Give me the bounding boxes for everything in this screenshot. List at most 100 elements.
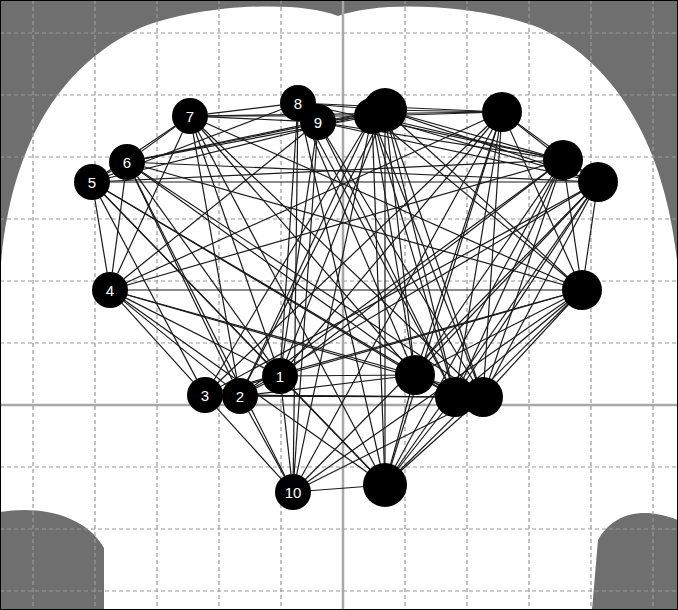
connection-line bbox=[298, 103, 455, 397]
node-number: 6 bbox=[123, 155, 131, 170]
region-node bbox=[363, 463, 407, 507]
grid-line bbox=[32, 0, 33, 610]
axis-line bbox=[0, 404, 678, 407]
node-number: 8 bbox=[294, 96, 302, 111]
connection-line bbox=[127, 162, 582, 290]
region-node bbox=[354, 98, 390, 134]
grid-line bbox=[652, 0, 653, 610]
connection-line bbox=[92, 182, 385, 485]
connection-line bbox=[112, 180, 124, 272]
connection-line bbox=[208, 105, 280, 114]
region-node: 2 bbox=[222, 378, 258, 414]
node-number: 7 bbox=[186, 109, 194, 124]
region-node: 4 bbox=[92, 272, 128, 308]
connection-line bbox=[415, 290, 582, 375]
connection-line bbox=[318, 122, 563, 160]
connection-line bbox=[281, 121, 297, 358]
connection-line bbox=[127, 162, 455, 397]
grid-line bbox=[0, 218, 678, 219]
grid-line bbox=[218, 0, 219, 610]
grid-line bbox=[466, 0, 467, 610]
connection-line bbox=[318, 122, 483, 397]
connection-line bbox=[240, 182, 598, 396]
unlabeled-nodes bbox=[354, 88, 618, 507]
connection-line bbox=[294, 140, 317, 474]
connection-line bbox=[293, 116, 372, 492]
connection-line bbox=[124, 301, 226, 384]
node-number: 2 bbox=[236, 389, 244, 404]
connection-line bbox=[142, 127, 176, 152]
connection-line bbox=[293, 121, 298, 474]
grid-line bbox=[0, 590, 678, 591]
grid-line bbox=[0, 94, 678, 95]
connection-line bbox=[126, 298, 264, 368]
region-node bbox=[482, 92, 522, 132]
connection-line bbox=[137, 177, 269, 362]
connection-line bbox=[124, 133, 304, 278]
connection-line bbox=[483, 290, 582, 397]
node-number: 1 bbox=[276, 369, 284, 384]
connection-line bbox=[483, 112, 502, 397]
connection-line bbox=[127, 162, 483, 397]
connection-line bbox=[110, 290, 385, 485]
connection-line bbox=[135, 178, 285, 476]
grid-line bbox=[94, 0, 95, 610]
edge-layer bbox=[95, 105, 317, 479]
connection-line bbox=[190, 116, 415, 375]
connection-line bbox=[217, 408, 281, 478]
connection-line bbox=[256, 384, 264, 388]
region-node: 9 bbox=[300, 104, 336, 140]
connection-line bbox=[95, 200, 107, 272]
connection-line bbox=[190, 116, 385, 485]
connection-line bbox=[92, 182, 455, 397]
region-node: 10 bbox=[275, 474, 311, 510]
connection-line bbox=[122, 303, 193, 381]
network-lines bbox=[92, 103, 598, 492]
grid-line bbox=[0, 32, 678, 33]
region-node bbox=[562, 270, 602, 310]
connection-line bbox=[385, 290, 582, 485]
connection-line bbox=[110, 289, 582, 290]
grid-line bbox=[0, 466, 678, 467]
node-number: 4 bbox=[106, 283, 114, 298]
connection-line bbox=[249, 412, 285, 476]
node-number: 3 bbox=[201, 388, 209, 403]
region-node: 5 bbox=[74, 164, 110, 200]
connection-line bbox=[298, 103, 415, 375]
brain-silhouette bbox=[0, 6, 678, 610]
connection-line bbox=[190, 116, 582, 290]
region-node: 1 bbox=[262, 358, 298, 394]
connection-line bbox=[293, 290, 582, 492]
region-node bbox=[543, 140, 583, 180]
connection-line bbox=[282, 394, 291, 474]
region-node bbox=[463, 377, 503, 417]
grid-line bbox=[0, 528, 678, 529]
connection-line bbox=[208, 117, 300, 121]
connection-line bbox=[415, 112, 502, 375]
grid-line bbox=[280, 0, 281, 610]
connection-line bbox=[190, 116, 483, 397]
connection-line bbox=[502, 112, 582, 290]
connection-line bbox=[92, 181, 598, 182]
connection-line bbox=[298, 103, 563, 160]
connection-line bbox=[293, 182, 598, 492]
node-number: 10 bbox=[285, 485, 302, 500]
node-number: 5 bbox=[88, 175, 96, 190]
connection-line bbox=[293, 112, 502, 492]
region-node: 3 bbox=[187, 377, 223, 413]
region-node bbox=[578, 162, 618, 202]
connection-line bbox=[318, 122, 455, 397]
connection-line bbox=[283, 140, 316, 358]
connection-line bbox=[483, 160, 563, 397]
connection-line bbox=[127, 110, 385, 162]
connection-line bbox=[127, 162, 598, 182]
node-number: 9 bbox=[314, 115, 322, 130]
connection-line bbox=[145, 126, 301, 159]
region-node: 6 bbox=[109, 144, 145, 180]
connection-line bbox=[190, 112, 502, 116]
region-node bbox=[395, 355, 435, 395]
connection-line bbox=[205, 112, 502, 395]
